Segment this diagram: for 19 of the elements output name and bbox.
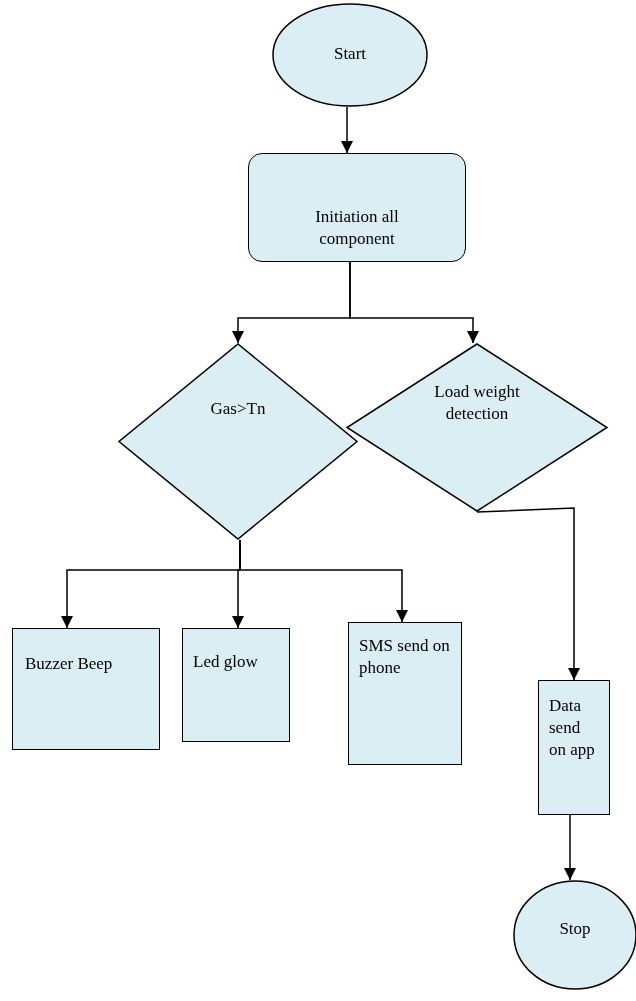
process-box — [248, 153, 466, 262]
node-text: Start — [333, 43, 367, 65]
arrow — [476, 507, 580, 681]
node-text: Load weight detection — [433, 381, 521, 426]
node-text: Data send on app — [549, 695, 596, 762]
arrow — [564, 814, 576, 881]
node-text: SMS send on phone — [359, 635, 451, 680]
process-box — [12, 628, 160, 750]
process-box — [538, 680, 610, 815]
node-text: Stop — [559, 918, 591, 940]
node-text: Gas>Tn — [210, 398, 266, 420]
arrow — [349, 261, 479, 344]
node-text: Initiation all component — [314, 206, 400, 251]
process-box — [182, 628, 290, 742]
process-box — [348, 622, 462, 765]
node-text: Led glow — [193, 651, 258, 673]
arrow — [341, 106, 353, 154]
node-text: Buzzer Beep — [25, 653, 113, 675]
arrow — [239, 539, 408, 623]
